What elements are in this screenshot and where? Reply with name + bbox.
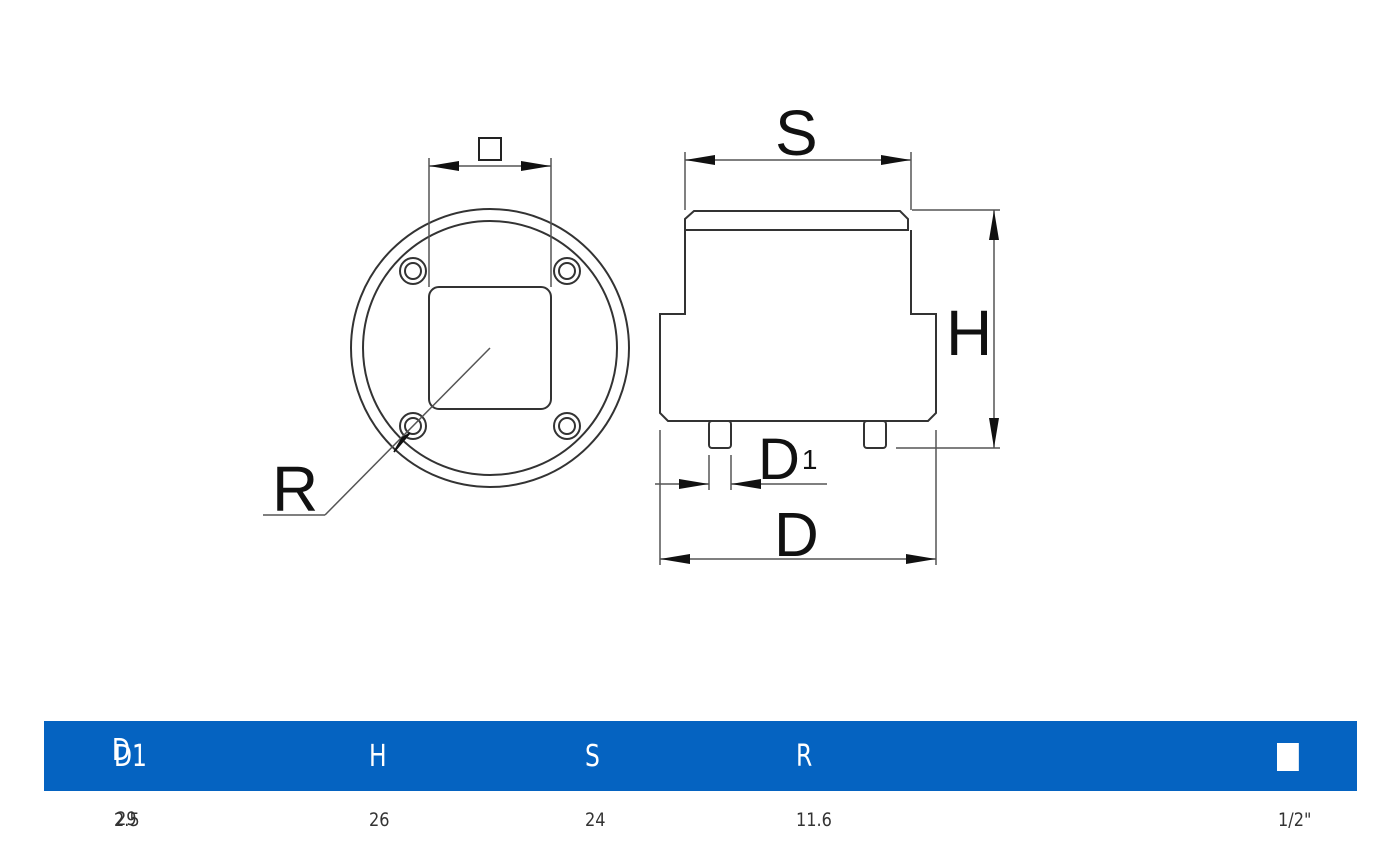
label-d1: D1 [758, 427, 817, 492]
pin-right [863, 420, 887, 449]
s-dimension [684, 152, 912, 210]
square-drive [428, 286, 552, 410]
technical-drawing: R S H D1 D [263, 97, 1000, 570]
h-dimension [896, 209, 1000, 449]
bolt-holes [399, 257, 581, 440]
header-h: H [369, 721, 585, 791]
table-row: 2.5 26 24 11.6 1/2" [44, 791, 1357, 849]
pin-left [708, 420, 732, 449]
square-dimension [428, 158, 552, 287]
square-symbol-icon [478, 137, 502, 161]
label-d: D [774, 501, 819, 570]
cell-s: 24 [585, 809, 606, 831]
cell-square: 1/2" [1277, 809, 1312, 831]
cell-d-value: 29 [116, 808, 137, 830]
square-icon [1277, 743, 1299, 771]
top-view [350, 208, 630, 488]
side-view [659, 210, 937, 449]
table-header-row: D1 H S R [44, 721, 1357, 791]
label-h: H [946, 297, 992, 369]
header-d-label: D [112, 733, 131, 768]
d-dimension [659, 430, 937, 565]
inner-circle [362, 220, 618, 476]
header-s: S [585, 721, 796, 791]
d1-dimension [655, 455, 827, 490]
header-r: R [796, 721, 1012, 791]
cell-h: 26 [369, 809, 390, 831]
header-d [44, 721, 114, 791]
label-r: R [272, 453, 318, 525]
header-square [1012, 721, 1357, 791]
radius-dimension [263, 347, 491, 516]
label-s: S [775, 97, 818, 169]
specification-table: D1 H S R 2.5 26 24 11.6 1/2" [44, 721, 1357, 849]
cell-r: 11.6 [796, 809, 832, 831]
cell-d [44, 791, 114, 849]
cell-d1: 2.5 [114, 809, 140, 831]
header-d1: D1 [114, 721, 369, 791]
outer-circle [350, 208, 630, 488]
